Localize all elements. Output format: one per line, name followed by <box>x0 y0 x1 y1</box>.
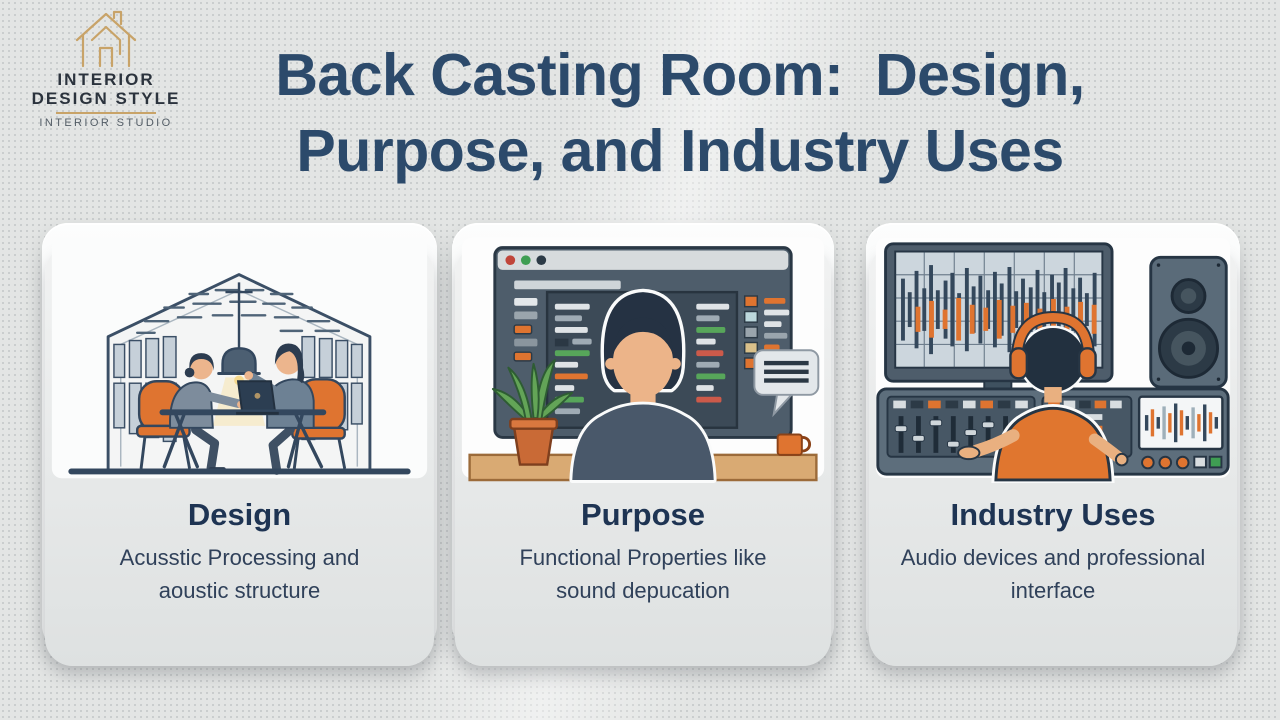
card-purpose-description: Functional Properties like sound depucat… <box>519 545 767 603</box>
coffee-cup-icon <box>776 433 812 456</box>
ceiling-slats <box>135 288 341 335</box>
meeting-room-illustration <box>51 237 428 479</box>
person-front <box>569 288 717 483</box>
logo-divider <box>56 112 156 115</box>
card-design-heading: Design <box>187 497 292 532</box>
card-industry-uses-heading: Industry Uses <box>950 497 1156 532</box>
page-title-line1: Back Casting Room: Design, <box>275 42 1085 108</box>
developer-screen-illustration <box>461 237 825 483</box>
card-industry-uses-description: Audio devices and professional interface <box>900 545 1206 603</box>
card-design: Design Acusstic Processing and aoustic s… <box>42 223 437 666</box>
audio-engineer-illustration <box>875 237 1231 483</box>
logo-house-icon <box>75 10 137 68</box>
page-title: Back Casting Room: Design, Purpose, and … <box>110 38 1250 189</box>
card-industry-uses: Industry Uses Audio devices and professi… <box>866 223 1240 666</box>
audio-engineer-person <box>957 311 1129 483</box>
card-purpose: Purpose Functional Properties like sound… <box>452 223 834 666</box>
logo-name-line2: DESIGN STYLE <box>31 89 181 109</box>
potted-plant-icon <box>491 358 574 466</box>
logo-tagline: INTERIOR STUDIO <box>39 117 173 130</box>
card-purpose-heading: Purpose <box>580 497 706 532</box>
page-title-line2: Purpose, and Industry Uses <box>296 117 1064 184</box>
table <box>159 380 327 469</box>
speech-bubble-icon <box>753 349 820 418</box>
card-design-description: Acusstic Processing and aoustic structur… <box>119 545 360 603</box>
logo-name-line1: INTERIOR <box>57 70 155 89</box>
brand-logo: INTERIOR DESIGN STYLE INTERIOR STUDIO <box>22 6 190 129</box>
studio-speaker <box>1149 255 1228 389</box>
